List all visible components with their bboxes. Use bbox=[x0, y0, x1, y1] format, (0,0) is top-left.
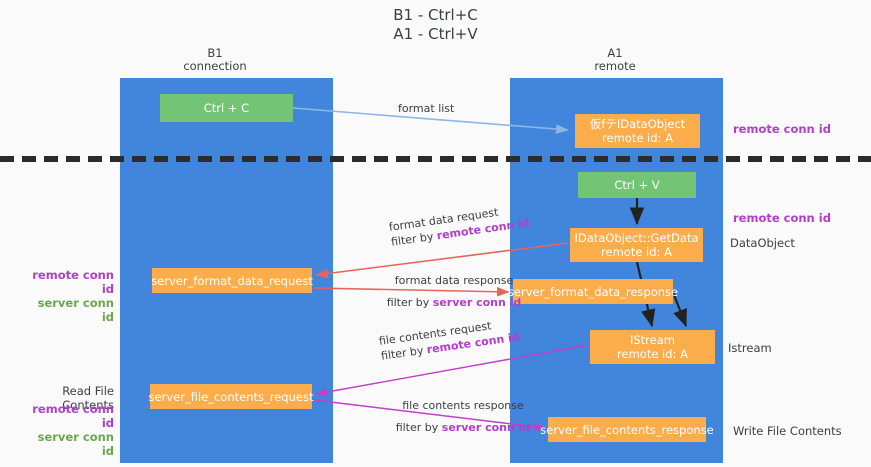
annotation-remote-conn-id-mid-text: remote conn id bbox=[733, 211, 831, 225]
annotation-remote-conn-id-top-text: remote conn id bbox=[733, 122, 831, 136]
filter-key-server-conn-id: server conn id bbox=[441, 421, 531, 434]
annotation-write-file-contents: Write File Contents bbox=[733, 424, 842, 438]
edge-response-to-istream bbox=[671, 291, 688, 328]
node-getdata-remote-id: remote id: A bbox=[601, 245, 672, 259]
edge-format-data-request bbox=[315, 242, 569, 279]
edge-label-format-data-response: format data response filter by server co… bbox=[374, 273, 534, 310]
edge-format-data-response bbox=[313, 286, 510, 297]
node-idataobject-label: 仮fテIDataObject bbox=[589, 117, 686, 131]
edge-label-file-contents-response-filter: filter by server conn id bbox=[388, 420, 538, 435]
edge-label-format-list-text: format list bbox=[398, 102, 455, 115]
node-idataobject-remote-id: remote id: A bbox=[602, 131, 673, 145]
filter-prefix: filter by bbox=[395, 421, 442, 434]
edge-label-file-contents-response-text: file contents response bbox=[402, 399, 524, 412]
edge-file-contents-request bbox=[315, 344, 589, 397]
annotation-dataobject-text: DataObject bbox=[730, 236, 795, 250]
annotation-istream-text: Istream bbox=[728, 341, 772, 355]
phase-separator bbox=[0, 156, 871, 162]
column-header-a1-name: A1 bbox=[607, 46, 623, 60]
annotation-remote-conn-id-top: remote conn id bbox=[733, 122, 831, 136]
filter-prefix: filter by bbox=[386, 296, 433, 309]
annotation-read-file-contents-text: Read File Contents bbox=[62, 384, 114, 412]
node-server-file-contents-request[interactable]: server_file_contents_request bbox=[148, 384, 314, 409]
edge-label-format-data-response-filter: filter by server conn id bbox=[374, 295, 534, 310]
annotation-left-server-conn-id: server conn id bbox=[37, 296, 114, 324]
column-header-b1-role: connection bbox=[183, 59, 247, 73]
node-istream-label: IStream bbox=[629, 333, 675, 347]
annotation-write-file-contents-text: Write File Contents bbox=[733, 424, 842, 438]
annotation-istream: Istream bbox=[728, 341, 772, 355]
node-server-format-data-request[interactable]: server_format_data_request bbox=[151, 268, 313, 293]
annotation-left-remote-conn-id: remote conn id bbox=[32, 268, 114, 296]
node-istream[interactable]: IStream remote id: A bbox=[590, 330, 715, 364]
node-idataobject-getdata[interactable]: IDataObject::GetData remote id: A bbox=[570, 228, 703, 262]
column-header-a1-role: remote bbox=[594, 59, 636, 73]
annotation-dataobject: DataObject bbox=[730, 236, 795, 250]
node-server-format-data-response[interactable]: server_format_data_response bbox=[508, 279, 678, 304]
node-ctrl-c[interactable]: Ctrl + C bbox=[160, 94, 293, 122]
edge-format-list bbox=[292, 107, 569, 134]
node-server-format-data-response-label: server_format_data_response bbox=[507, 284, 679, 299]
node-ctrl-v[interactable]: Ctrl + V bbox=[578, 172, 696, 198]
node-istream-remote-id: remote id: A bbox=[617, 347, 688, 361]
title-line-2: A1 - Ctrl+V bbox=[393, 25, 478, 43]
column-header-b1-name: B1 bbox=[207, 46, 223, 60]
node-getdata-label: IDataObject::GetData bbox=[574, 231, 699, 245]
filter-key-server-conn-id: server conn id bbox=[432, 296, 522, 309]
column-header-b1: B1 connection bbox=[155, 47, 275, 73]
annotation-left-conn-ids: remote conn id server conn id bbox=[22, 268, 114, 324]
annotation-left-remote-conn-id-2: remote conn id bbox=[32, 402, 114, 430]
edge-file-contents-response bbox=[313, 399, 546, 431]
node-idataobject[interactable]: 仮fテIDataObject remote id: A bbox=[575, 114, 700, 148]
column-header-a1: A1 remote bbox=[555, 47, 675, 73]
edge-label-format-list: format list bbox=[398, 101, 454, 116]
node-ctrl-c-label: Ctrl + C bbox=[203, 101, 250, 115]
edge-label-file-contents-response: file contents response filter by server … bbox=[388, 398, 538, 435]
node-server-file-contents-response-label: server_file_contents_response bbox=[540, 422, 714, 437]
node-server-file-contents-response[interactable]: server_file_contents_response bbox=[540, 417, 714, 442]
annotation-remote-conn-id-mid: remote conn id bbox=[733, 211, 831, 225]
annotation-left-conn-ids-2: remote conn id server conn id bbox=[22, 402, 114, 458]
node-ctrl-v-label: Ctrl + V bbox=[614, 178, 660, 192]
node-server-file-contents-request-label: server_file_contents_request bbox=[148, 389, 314, 404]
annotation-read-file-contents: Read File Contents bbox=[22, 384, 114, 412]
page-title: B1 - Ctrl+C A1 - Ctrl+V bbox=[0, 6, 871, 44]
edge-label-format-data-response-text: format data response bbox=[394, 274, 514, 287]
annotation-left-server-conn-id-2: server conn id bbox=[37, 430, 114, 458]
node-server-format-data-request-label: server_format_data_request bbox=[151, 273, 313, 288]
title-line-1: B1 - Ctrl+C bbox=[393, 6, 478, 24]
